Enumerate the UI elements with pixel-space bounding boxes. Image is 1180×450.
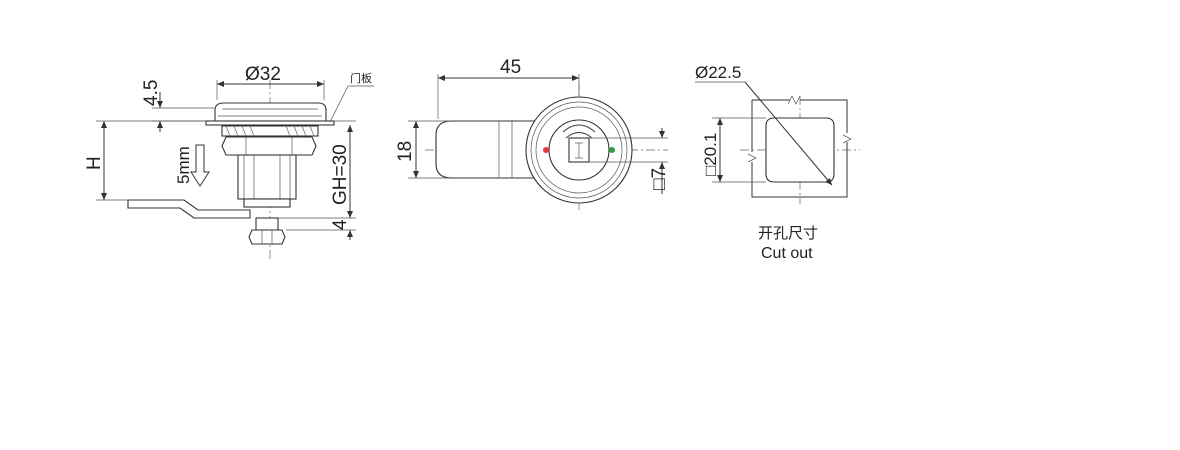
side-view: Ø32 4.5 H 5mm GH=30 4 门板 xyxy=(84,64,374,262)
lock-collar xyxy=(243,198,291,208)
indicator-dot-unlocked xyxy=(609,147,615,153)
hex-nut xyxy=(221,136,317,156)
lock-washer xyxy=(221,125,319,137)
dim-flange-height: 4.5 xyxy=(141,80,162,106)
cutout-shape xyxy=(765,117,835,183)
washer-teeth xyxy=(225,125,315,137)
cutout-caption-en: Cut out xyxy=(761,245,813,262)
dim-h: H xyxy=(84,156,105,170)
door-panel xyxy=(205,120,335,126)
cam-arm xyxy=(127,199,251,219)
bottom-nut xyxy=(248,229,286,245)
cam-arm-front xyxy=(435,120,541,179)
lock-barrel xyxy=(237,154,297,200)
dim-flat-20-1: □20.1 xyxy=(701,133,720,176)
lock-head xyxy=(214,102,327,123)
dim-length-45: 45 xyxy=(500,57,521,78)
cam-screw xyxy=(255,217,279,231)
dim-bottom-4: 4 xyxy=(330,219,351,230)
indicator-dot-locked xyxy=(543,147,549,153)
cutout-view: Ø22.5 □20.1 开孔尺寸 Cut out xyxy=(695,63,860,262)
cutout-caption-cn: 开孔尺寸 xyxy=(758,224,818,242)
dim-gh-30: GH=30 xyxy=(330,144,351,205)
dim-diameter-22-5: Ø22.5 xyxy=(695,63,741,82)
dim-diameter-32: Ø32 xyxy=(245,64,281,85)
front-view: 45 18 □7 xyxy=(395,57,670,210)
travel-arrow xyxy=(190,144,210,187)
travel-label: 5mm xyxy=(174,146,193,184)
door-panel-label: 门板 xyxy=(350,71,372,85)
cutout-panel-outline xyxy=(751,99,848,198)
dim-height-18: 18 xyxy=(395,141,416,162)
dim-square-7: □7 xyxy=(649,168,670,190)
